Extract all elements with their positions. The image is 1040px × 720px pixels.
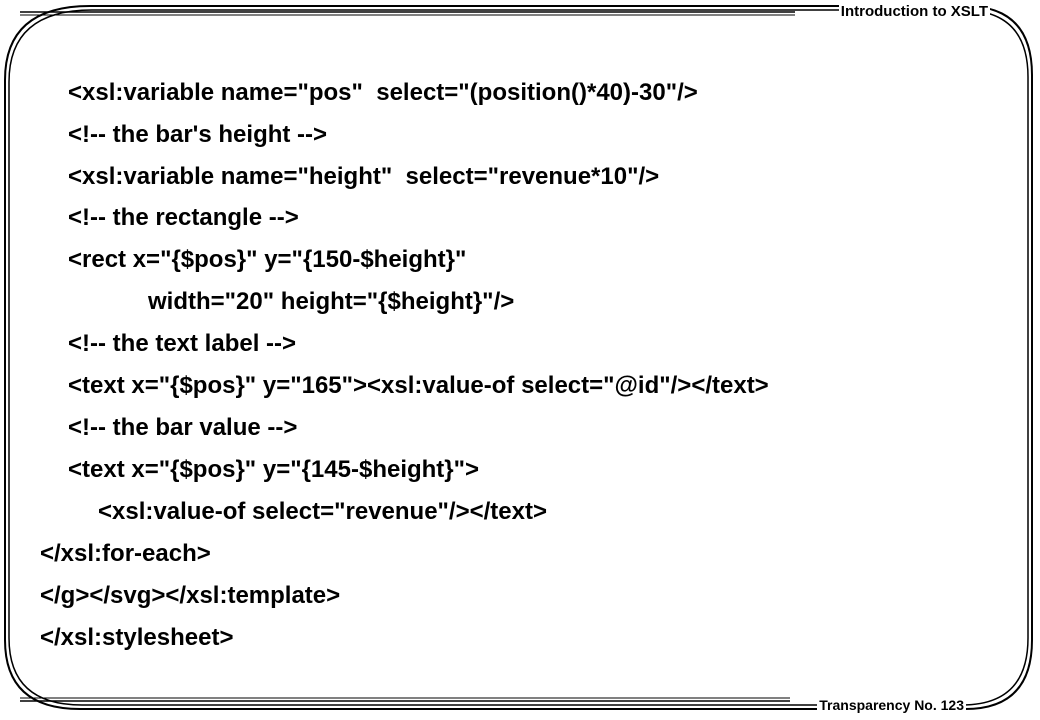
code-line: <!-- the bar's height --> [68, 121, 328, 148]
code-line: <text x="{$pos}" y="165"><xsl:value-of s… [68, 372, 769, 399]
transparency-number: Transparency No. 123 [817, 697, 966, 713]
code-line: </xsl:stylesheet> [40, 624, 234, 651]
code-line: <!-- the rectangle --> [68, 204, 299, 231]
code-line: <xsl:value-of select="revenue"/></text> [98, 498, 547, 525]
code-line: <!-- the bar value --> [68, 414, 298, 441]
code-line: </xsl:for-each> [40, 540, 211, 567]
code-line: <xsl:variable name="height" select="reve… [68, 163, 660, 190]
code-line: <rect x="{$pos}" y="{150-$height}" [68, 246, 467, 273]
header-title: Introduction to XSLT [838, 3, 990, 20]
code-line: </g></svg></xsl:template> [40, 582, 341, 609]
slide-border-inner [8, 9, 1029, 706]
code-line: width="20" height="{$height}"/> [148, 288, 515, 315]
code-line: <xsl:variable name="pos" select="(positi… [68, 79, 698, 106]
code-line: <text x="{$pos}" y="{145-$height}"> [68, 456, 480, 483]
code-line: <!-- the text label --> [68, 330, 297, 357]
